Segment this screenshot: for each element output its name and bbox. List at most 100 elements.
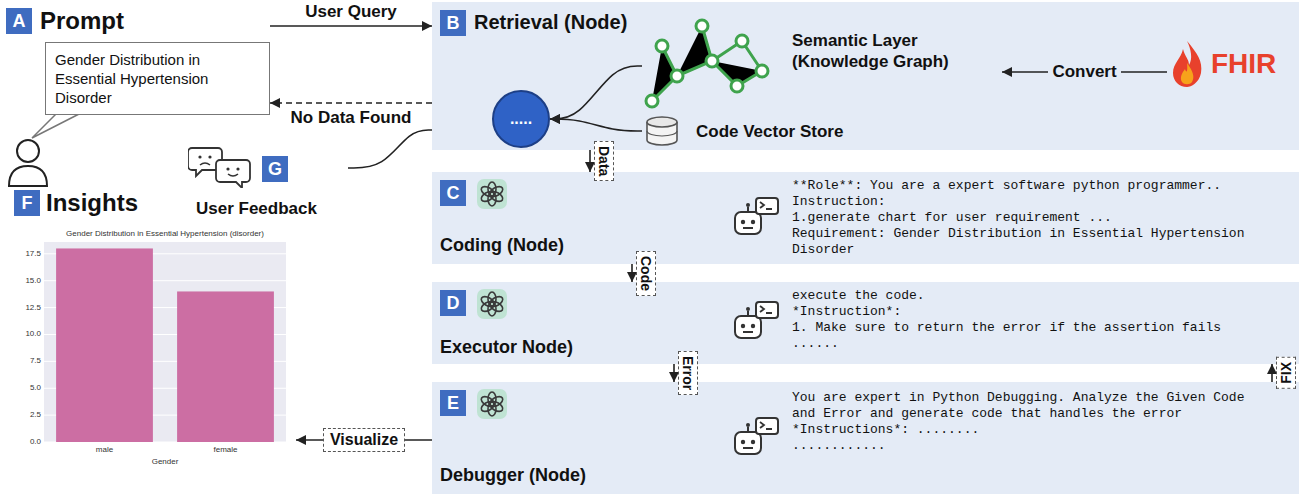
prompt-text: You are expert in Python Debugging. Anal… — [792, 390, 1252, 454]
flow-label: FIX — [1276, 357, 1296, 389]
bar-chart — [14, 226, 290, 472]
panel-ground — [432, 282, 1299, 364]
user-icon — [9, 140, 47, 186]
step-letter: B — [440, 10, 466, 36]
node-text: Semantic Layer (Knowledge Graph) — [792, 30, 992, 72]
flow-label: Data — [594, 141, 614, 181]
node-text: Gender Distribution in Essential Hyperte… — [55, 50, 260, 107]
graphic — [646, 95, 658, 107]
graphic — [177, 291, 274, 442]
debugger-panel: You are expert in Python Debugging. Anal… — [432, 382, 1299, 494]
graphic — [56, 248, 153, 442]
graphic — [647, 117, 677, 127]
executor-panel: execute the code.*Instruction*:1. Make s… — [432, 282, 1299, 364]
step-letter: F — [14, 190, 40, 216]
graphic — [746, 423, 750, 427]
graphic — [646, 20, 768, 107]
node-text: Requirement: Gender Distribution in Esse… — [792, 226, 1252, 258]
node-text: Debugger (Node) — [440, 464, 586, 486]
user-feedback: G User Feedback — [188, 146, 348, 222]
openai-icon — [476, 388, 508, 420]
step-letter: G — [262, 156, 288, 182]
fhir-logo: FHIR — [1167, 36, 1293, 92]
axis-tick-label: male — [44, 445, 165, 455]
connector-arrow — [550, 119, 642, 131]
connector-arrow — [550, 66, 642, 119]
flow-label: Convert — [1048, 62, 1120, 82]
step-letter: C — [440, 180, 466, 206]
graphic — [760, 202, 772, 209]
graphic — [760, 422, 772, 429]
robot-icon — [732, 416, 780, 460]
coding-panel: **Role**: You are a expert software pyth… — [432, 172, 1299, 264]
node-text: 1.generate chart for user requirement ..… — [792, 210, 1252, 226]
graphic — [226, 167, 229, 170]
graphic — [480, 392, 505, 416]
graphic — [652, 26, 762, 101]
step-letter: E — [440, 390, 466, 416]
axis-tick-label: 0.0 — [14, 437, 41, 447]
graphic — [743, 207, 753, 228]
graphic — [188, 148, 250, 188]
graphic — [216, 160, 250, 188]
connector-arrow — [589, 150, 591, 172]
knowledge-graph: Semantic Layer (Knowledge Graph) — [642, 16, 1002, 118]
graphic — [671, 70, 683, 82]
axis-tick-label: 10.0 — [14, 329, 41, 339]
graphic — [741, 440, 745, 444]
retrieval-panel: BRetrieval (Node).....Semantic Layer (Kn… — [432, 2, 1299, 150]
panel-ground — [432, 382, 1299, 494]
graphic — [746, 307, 750, 311]
axis-tick-label: 12.5 — [14, 303, 41, 313]
graphic — [741, 220, 745, 224]
node-text: You are expert in Python Debugging. Anal… — [792, 390, 1252, 422]
graphic — [751, 220, 755, 224]
flow-label: User Query — [305, 2, 397, 22]
graphic — [1173, 41, 1201, 87]
vector-store: Code Vector Store — [642, 114, 872, 148]
node-text: User Feedback — [196, 198, 317, 220]
retrieval-circle: ..... — [492, 90, 550, 148]
graphic — [480, 185, 496, 199]
graphic — [735, 432, 761, 454]
connectors — [270, 26, 1272, 440]
node-text: 1. Make sure to return the error if the … — [792, 320, 1252, 352]
graphic — [200, 163, 238, 176]
graphic — [477, 289, 507, 319]
graphic — [17, 140, 39, 162]
chart-title: Gender Distribution in Essential Hyperte… — [44, 229, 286, 239]
graphic — [480, 292, 505, 316]
robot-icon — [732, 300, 780, 344]
flow-label: No Data Found — [291, 108, 412, 128]
axis-tick-label: 5.0 — [14, 383, 41, 393]
graphic — [731, 80, 743, 92]
graphic — [751, 440, 755, 444]
connector-arrow — [270, 25, 432, 27]
graphic — [236, 167, 239, 170]
graphic — [706, 55, 718, 67]
node-text: Instruction: — [792, 194, 1252, 210]
robot-icon — [732, 196, 780, 240]
node-text: Prompt — [40, 6, 124, 36]
node-text: Executor Node) — [440, 336, 573, 358]
node-text: Code Vector Store — [696, 121, 843, 142]
prompt-text: **Role**: You are a expert software pyth… — [792, 178, 1252, 258]
connector-arrow — [1271, 364, 1273, 382]
speech-bubble: Gender Distribution in Essential Hyperte… — [45, 42, 270, 115]
step-letter: D — [440, 290, 466, 316]
node-text: FHIR — [1211, 48, 1276, 80]
graphic — [743, 427, 753, 448]
graphic — [756, 418, 778, 434]
feedback-icon — [188, 146, 252, 188]
graphic — [751, 324, 755, 328]
connector-arrow — [270, 102, 432, 104]
graphic — [208, 155, 211, 158]
graphic — [760, 306, 772, 313]
flow-label: Error — [678, 351, 698, 395]
graphic — [477, 389, 507, 419]
database-icon — [644, 116, 680, 146]
axis-title: Gender — [44, 457, 286, 467]
openai-icon — [476, 178, 508, 210]
graphic — [480, 295, 496, 309]
panel-ground — [432, 172, 1299, 264]
